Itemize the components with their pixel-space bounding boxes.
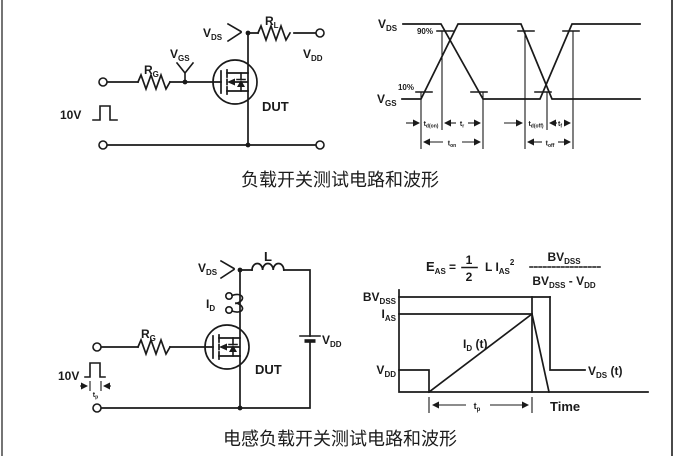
vds-axis-label: VDS <box>378 17 398 33</box>
vgs-probe-icon <box>175 61 195 83</box>
terminal <box>92 342 102 352</box>
resistor-symbol <box>256 23 292 43</box>
ten-percent-label: 10% <box>398 83 414 92</box>
battery-symbol <box>299 335 321 343</box>
rg-label: RG <box>144 63 159 79</box>
id-curve-label: ID (t) <box>463 337 487 353</box>
dut-label: DUT <box>262 99 289 114</box>
resistor-symbol <box>136 72 172 92</box>
vds-probe-icon <box>219 259 236 280</box>
fraction-denominator: BVDSS - VDD <box>532 274 596 290</box>
caption-load-switch: 负载开关测试电路和波形 <box>241 170 439 191</box>
rl-label: RL <box>265 14 279 30</box>
time-axis-label: Time <box>550 399 580 414</box>
inductor-symbol <box>251 262 285 271</box>
measurement-verticals <box>420 31 574 149</box>
pulse-amplitude-label: 10V <box>58 369 79 383</box>
id-ramp-trace <box>427 312 551 394</box>
equals-sign: = <box>449 260 456 274</box>
id-label: ID <box>206 297 215 313</box>
resistor-symbol <box>136 337 172 357</box>
vds-trace <box>402 23 641 100</box>
pulse-amplitude-label: 10V <box>60 108 81 122</box>
dut-label: DUT <box>255 362 282 377</box>
mosfet-symbol <box>204 324 250 370</box>
half-denominator: 2 <box>466 270 473 284</box>
td-off-label: td(off) <box>528 121 543 130</box>
vdd-label: VDD <box>322 333 342 349</box>
current-probe-icon <box>225 291 244 314</box>
rg-label: RG <box>141 327 156 343</box>
node-dot <box>245 142 251 148</box>
pulse-icon <box>92 105 118 121</box>
vds-pulse-trace <box>531 296 586 393</box>
vds-curve-label: VDS (t) <box>588 364 622 380</box>
load-switch-test-circuit: 10V RG VGS VDS RL VDD DUT <box>60 14 325 150</box>
switching-waveforms: VDS VGS 90% 10% td(on) tr ton td(off) tf… <box>377 17 641 150</box>
vgs-axis-label: VGS <box>377 92 397 108</box>
avalanche-energy-formula: EAS = 1 2 L IAS2 BVDSS BVDSS - VDD <box>426 250 601 290</box>
node-dot <box>237 267 243 273</box>
terminal <box>92 403 102 413</box>
ias-axis-label: IAS <box>382 307 397 323</box>
vds-label: VDS <box>203 26 223 42</box>
tp-dimension <box>428 397 533 413</box>
terminal <box>98 77 108 87</box>
terminal <box>315 28 325 38</box>
node-dot <box>237 405 243 411</box>
tf-label: tf <box>558 121 562 130</box>
tr-label: tr <box>460 121 464 130</box>
toff-label: toff <box>546 141 555 150</box>
pulse-icon <box>84 362 106 378</box>
axes <box>398 289 649 393</box>
inductor-label: L <box>264 249 272 264</box>
ninety-percent-label: 90% <box>417 27 433 36</box>
bvdss-axis-label: BVDSS <box>363 290 397 306</box>
tp-label: tp <box>93 392 98 401</box>
terminal <box>315 140 325 150</box>
terminal <box>98 140 108 150</box>
vdd-label: VDD <box>303 47 323 63</box>
caption-inductive-switch: 电感负载开关测试电路和波形 <box>223 429 457 450</box>
vds-label: VDS <box>198 261 218 277</box>
tp-label: tp <box>474 401 481 413</box>
node-dot <box>245 30 251 36</box>
level-ticks <box>415 30 580 93</box>
vgs-trace <box>401 23 641 100</box>
td-on-label: td(on) <box>424 121 439 130</box>
timing-dimension-arrows <box>406 119 572 146</box>
vdd-axis-label: VDD <box>376 363 396 379</box>
vds-probe-icon <box>226 22 243 43</box>
avalanche-waveform-graph: BVDSS IAS VDD ID (t) VDS (t) tp Time <box>363 289 649 414</box>
load-loop-wire <box>100 269 311 409</box>
inductive-switch-test-circuit: 10V tp RG VDS ID L VDD DUT <box>58 249 342 413</box>
node-dot <box>182 79 188 85</box>
vdd-step <box>398 369 430 393</box>
pulse-width-dimension <box>80 381 111 391</box>
mosfet-symbol <box>212 59 258 105</box>
vgs-label: VGS <box>170 47 190 63</box>
fraction-numerator: BVDSS <box>547 250 581 266</box>
eas-term: EAS <box>426 259 446 276</box>
li-squared-term: L IAS2 <box>485 258 515 276</box>
half-numerator: 1 <box>466 253 473 267</box>
ton-label: ton <box>448 141 456 150</box>
